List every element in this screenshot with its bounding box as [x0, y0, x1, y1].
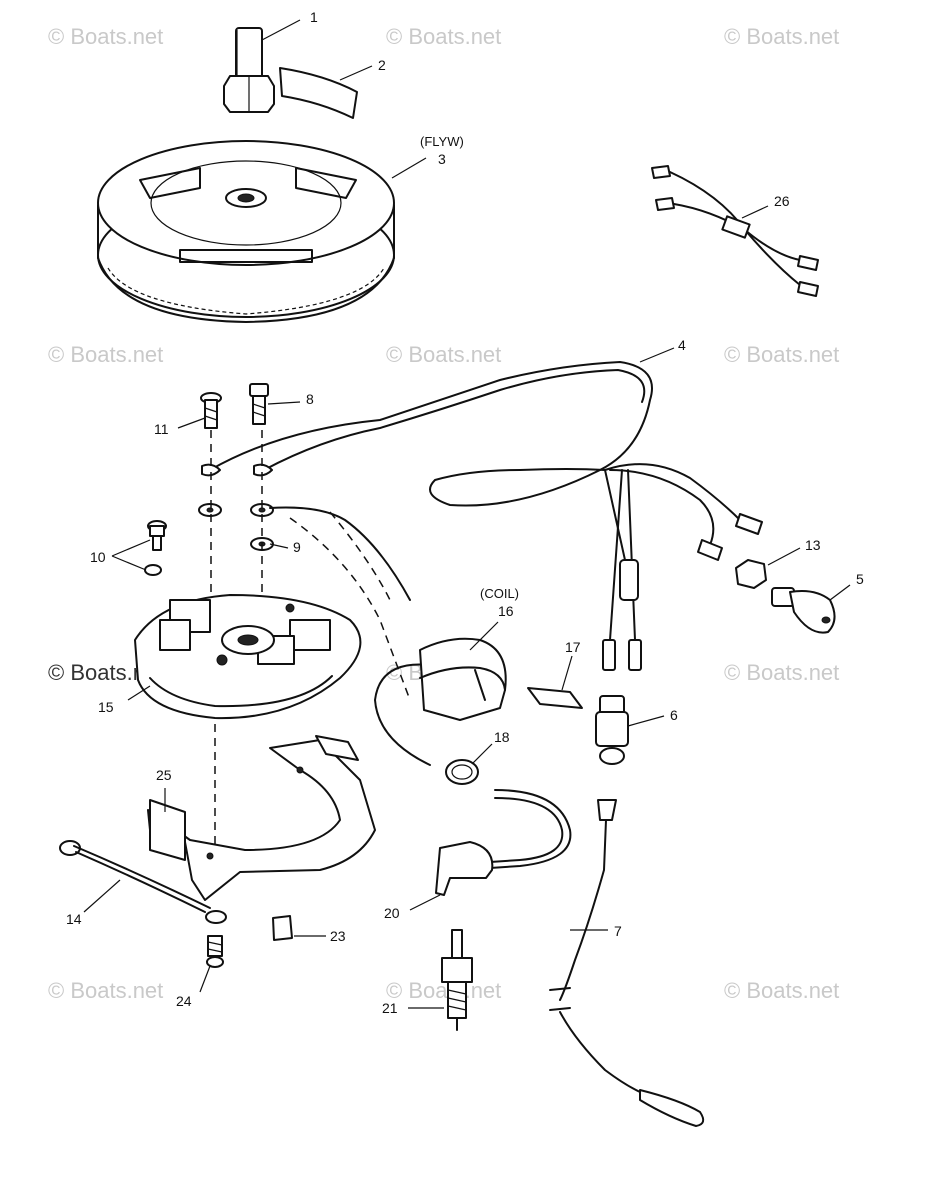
clip-part	[272, 915, 293, 941]
watermark: © Boats.net	[724, 342, 839, 367]
part-number-23: 23	[330, 928, 346, 944]
part-number-18: 18	[494, 729, 510, 745]
crankshaft-part	[223, 27, 275, 113]
screw-lockwasher-part	[144, 520, 167, 576]
watermark: © Boats.net	[48, 24, 163, 49]
spark-plug-cap-part	[435, 789, 572, 896]
watermark: © Boats.net	[724, 24, 839, 49]
part-labels: 1 2 (FLYW) 3 26 4 11 8 9 10 13 5 (COIL) …	[66, 9, 864, 1016]
lanyard-part	[549, 799, 705, 1127]
watermark: © Boats.net	[48, 978, 163, 1003]
part-number-16: 16	[498, 603, 514, 619]
coil-part	[374, 637, 507, 766]
flywheel-part	[97, 140, 395, 323]
part-name-flywheel: (FLYW)	[420, 134, 464, 149]
wiring-harness-part	[201, 361, 763, 671]
screw-part	[200, 392, 222, 429]
spring-part	[445, 759, 479, 785]
part-number-21: 21	[382, 1000, 398, 1016]
watermarks: © Boats.net © Boats.net © Boats.net © Bo…	[48, 24, 839, 1003]
ground-wire-part	[59, 840, 227, 924]
part-number-3: 3	[438, 151, 446, 167]
watermark: © Boats.net	[48, 342, 163, 367]
part-number-13: 13	[805, 537, 821, 553]
stator-plate-part	[134, 594, 362, 720]
part-number-5: 5	[856, 571, 864, 587]
part-number-8: 8	[306, 391, 314, 407]
part-number-7: 7	[614, 923, 622, 939]
part-number-25: 25	[156, 767, 172, 783]
watermark: © Boats.net	[386, 24, 501, 49]
part-number-4: 4	[678, 337, 686, 353]
key-switch-part	[771, 587, 836, 634]
nut-part	[735, 559, 767, 589]
part-number-11: 11	[154, 421, 169, 437]
part-number-2: 2	[378, 57, 386, 73]
clip-part	[527, 687, 583, 709]
part-name-coil: (COIL)	[480, 586, 519, 601]
watermark: © Boats.net	[724, 978, 839, 1003]
part-number-14: 14	[66, 911, 82, 927]
part-number-1: 1	[310, 9, 318, 25]
jumper-wire-part	[651, 165, 819, 297]
screw-part	[249, 383, 269, 425]
switch-part	[595, 695, 629, 765]
part-number-6: 6	[670, 707, 678, 723]
part-number-10: 10	[90, 549, 106, 565]
watermark: © Boats.net	[724, 660, 839, 685]
part-number-15: 15	[98, 699, 114, 715]
key-part	[279, 67, 358, 119]
part-number-24: 24	[176, 993, 192, 1009]
part-number-26: 26	[774, 193, 790, 209]
watermark: © Boats.net	[386, 342, 501, 367]
part-number-20: 20	[384, 905, 400, 921]
part-number-9: 9	[293, 539, 301, 555]
bracket-plate-part	[147, 735, 376, 901]
leader-lines	[83, 19, 851, 1009]
part-number-17: 17	[565, 639, 581, 655]
spark-plug-part	[441, 929, 473, 1031]
screw-part	[206, 935, 224, 968]
